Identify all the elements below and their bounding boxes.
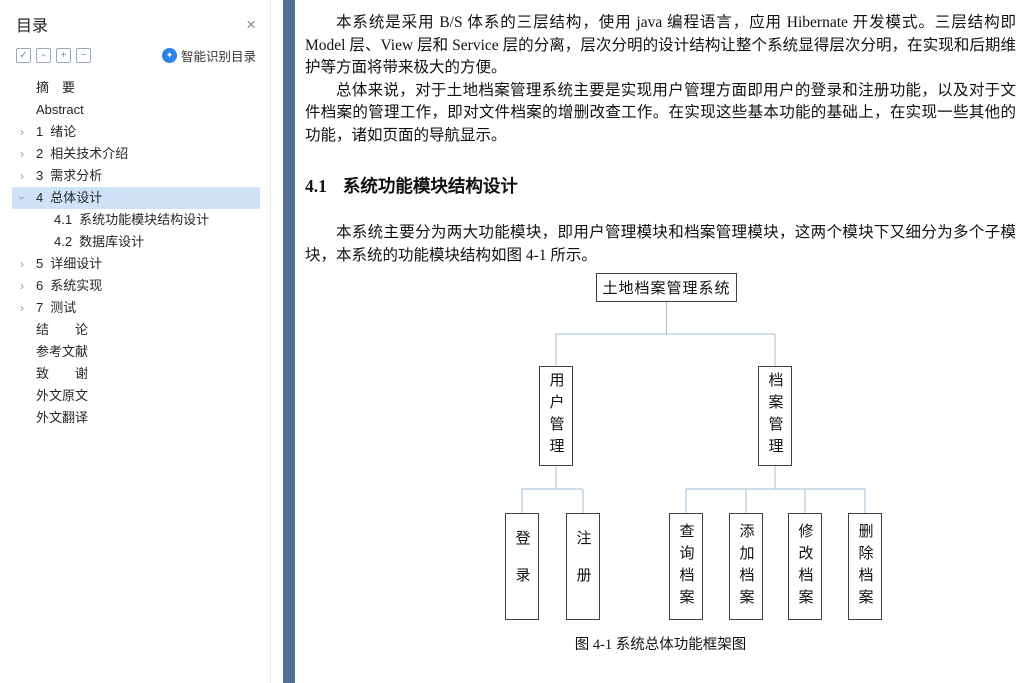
- smart-toc-icon: [161, 48, 177, 63]
- smart-toc-label: 智能识别目录: [180, 50, 256, 64]
- document-scrollbar[interactable]: [283, 0, 295, 683]
- toc-item-number: 5: [36, 256, 44, 271]
- toc-item-label: 总体设计: [50, 190, 103, 205]
- toc-item-number: 6: [36, 278, 44, 293]
- toc-item[interactable]: 参考文献: [12, 341, 260, 363]
- toc-item-label: 详细设计: [50, 256, 103, 271]
- paragraph: 本系统是采用 B/S 体系的三层结构，使用 java 编程语言，应用 Hiber…: [305, 14, 1016, 76]
- toc-item[interactable]: 4.2 数据库设计: [12, 231, 260, 253]
- toc-item[interactable]: 摘 要: [12, 77, 260, 99]
- smart-toc-button[interactable]: 智能识别目录: [161, 46, 256, 65]
- close-icon[interactable]: [246, 16, 256, 33]
- paragraph: 本系统主要分为两大功能模块，即用户管理模块和档案管理模块，这两个模块下又细分为多…: [305, 224, 1016, 264]
- toc-item-label: 系统实现: [50, 278, 103, 293]
- figure-caption: 图 4-1 系统总体功能框架图: [574, 637, 747, 653]
- toc-item-label: 参考文献: [36, 344, 89, 359]
- section-heading: 4.1 系统功能模块结构设计: [305, 173, 1016, 198]
- chevron-right-icon[interactable]: [12, 253, 32, 275]
- diagram-connectors: [521, 302, 866, 513]
- toc-item[interactable]: 2 相关技术介绍: [12, 143, 260, 165]
- chevron-right-icon[interactable]: [12, 165, 32, 187]
- toc-item[interactable]: 4.1 系统功能模块结构设计: [12, 209, 260, 231]
- toc-item[interactable]: 6 系统实现: [12, 275, 260, 297]
- section-heading-number: 4.1: [305, 176, 327, 196]
- diagram-node-root: 土地档案管理系统: [596, 273, 737, 302]
- chevron-right-icon[interactable]: [12, 121, 32, 143]
- chevron-right-icon[interactable]: [12, 143, 32, 165]
- toc-item-label: 结 论: [36, 322, 89, 337]
- toc-item-number: 3: [36, 168, 44, 183]
- diagram-node-delete-archive: 删除档案: [848, 513, 882, 620]
- paragraph: 总体来说，对于土地档案管理系统主要是实现用户管理方面即用户的登录和注册功能，以及…: [305, 81, 1016, 144]
- section-heading-text: 系统功能模块结构设计: [342, 176, 518, 196]
- toc-item[interactable]: 外文翻译: [12, 407, 260, 429]
- toc-sidebar: 目录 智能识别目录 摘 要 Abstract 1 绪论 2 相关技术介绍 3 需求分析 4 总体设…: [0, 0, 271, 683]
- toc-list: 摘 要 Abstract 1 绪论 2 相关技术介绍 3 需求分析 4 总体设计 4.1 系统功能模块…: [0, 77, 270, 429]
- toc-item[interactable]: 4 总体设计: [12, 187, 260, 209]
- function-module-diagram: 土地档案管理系统 用户管理 档案管理 登录 注册 查询档案 添加档案 修改档案 …: [305, 273, 1017, 625]
- toc-item-label: 外文原文: [36, 388, 89, 403]
- diagram-node-modify-archive: 修改档案: [788, 513, 822, 620]
- toc-item[interactable]: 外文原文: [12, 385, 260, 407]
- diagram-node-login: 登录: [505, 513, 539, 620]
- toc-item[interactable]: 结 论: [12, 319, 260, 341]
- toc-toolbar: 智能识别目录: [0, 36, 270, 65]
- toc-item-label: Abstract: [36, 102, 84, 117]
- diagram-node-archive-mgmt: 档案管理: [758, 366, 792, 466]
- toc-item-number: 7: [36, 300, 44, 315]
- toc-item-number: 1: [36, 124, 44, 139]
- toc-item-label: 摘 要: [36, 80, 76, 95]
- chevron-right-icon[interactable]: [12, 297, 32, 319]
- toc-item[interactable]: Abstract: [12, 99, 260, 121]
- toc-item[interactable]: 1 绪论: [12, 121, 260, 143]
- toc-panel-title: 目录: [16, 18, 49, 35]
- toc-item-label: 绪论: [50, 124, 77, 139]
- toc-item-label: 系统功能模块结构设计: [79, 212, 210, 227]
- chevron-right-icon[interactable]: [12, 275, 32, 297]
- toc-item-label: 需求分析: [50, 168, 103, 183]
- toc-item-label: 外文翻译: [36, 410, 89, 425]
- toc-item[interactable]: 致 谢: [12, 363, 260, 385]
- expand-all-icon[interactable]: [56, 48, 71, 63]
- toc-item[interactable]: 3 需求分析: [12, 165, 260, 187]
- toc-item-label: 致 谢: [36, 366, 89, 381]
- toc-item-number: 4.1: [54, 212, 73, 227]
- diagram-node-query-archive: 查询档案: [669, 513, 703, 620]
- panel-gap: [271, 0, 283, 683]
- diagram-node-user-mgmt: 用户管理: [539, 366, 573, 466]
- toc-item-number: 4.2: [54, 234, 73, 249]
- toc-item-number: 2: [36, 146, 44, 161]
- toc-item[interactable]: 7 测试: [12, 297, 260, 319]
- toc-header: 目录: [0, 0, 270, 36]
- toc-item-label: 数据库设计: [79, 234, 145, 249]
- checkbox-icon[interactable]: [16, 48, 31, 63]
- toc-item[interactable]: 5 详细设计: [12, 253, 260, 275]
- collapse-panel-icon[interactable]: [36, 48, 51, 63]
- document-page: 本系统是采用 B/S 体系的三层结构，使用 java 编程语言，应用 Hiber…: [295, 0, 1025, 683]
- collapse-all-icon[interactable]: [76, 48, 91, 63]
- toc-item-label: 测试: [50, 300, 77, 315]
- toc-item-number: 4: [36, 190, 44, 205]
- toc-item-label: 相关技术介绍: [50, 146, 129, 161]
- chevron-down-icon[interactable]: [12, 187, 32, 209]
- diagram-node-register: 注册: [566, 513, 600, 620]
- diagram-node-add-archive: 添加档案: [729, 513, 763, 620]
